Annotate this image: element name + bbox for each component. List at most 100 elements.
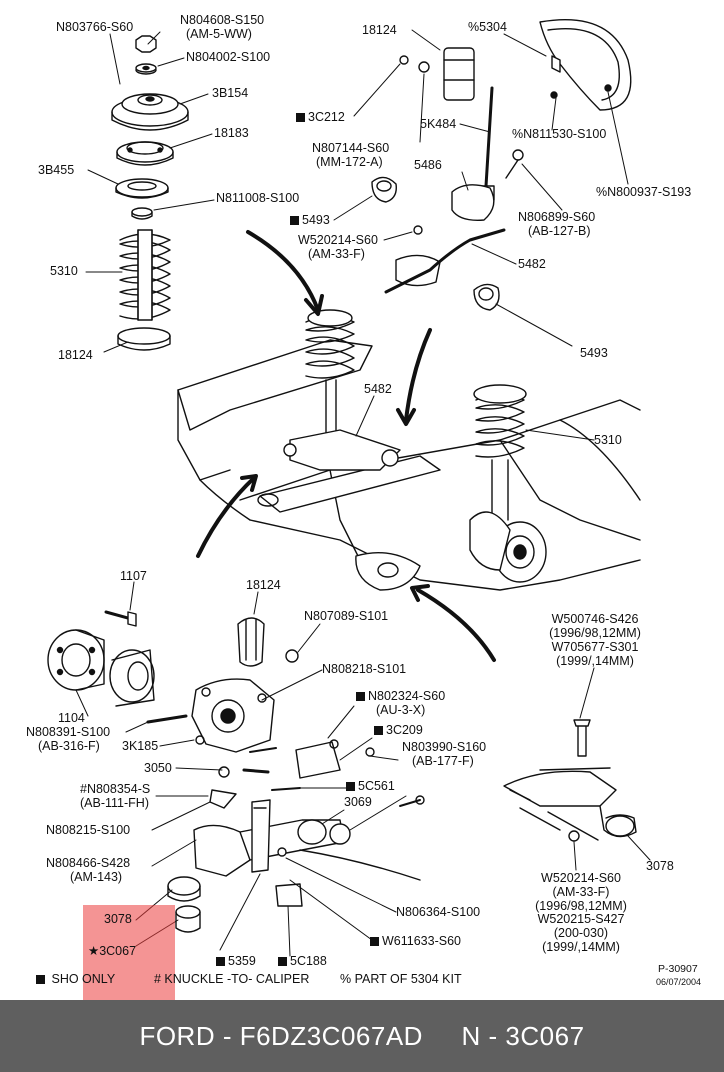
label-3c209: 3C209: [374, 723, 423, 737]
stabilizer-link-group: [371, 18, 632, 311]
label-w520214-b: W520214-S60: [541, 871, 621, 885]
label-n804002: N804002-S100: [186, 50, 271, 64]
label-5486: 5486: [414, 158, 442, 172]
sho-square-icon: [36, 975, 45, 984]
label-n808215: N808215-S100: [46, 823, 131, 837]
label-ab111fh: (AB-111-FH): [80, 796, 149, 810]
label-5310-b: 5310: [594, 433, 622, 447]
label-n807144: N807144-S60: [312, 141, 390, 155]
label-5304: %5304: [468, 20, 507, 34]
label-n811008: N811008-S100: [216, 191, 300, 205]
label-n806899: N806899-S60: [518, 210, 596, 224]
footer-text: FORD - F6DZ3C067AD N - 3C067: [139, 1020, 585, 1051]
label-18183: 18183: [214, 126, 249, 140]
label-5c188: 5C188: [278, 954, 327, 968]
label-n808391: N808391-S100: [26, 725, 111, 739]
label-3c212-text: 3C212: [308, 110, 345, 124]
label-18124-b: 18124: [362, 23, 397, 37]
label-n802324-text: N802324-S60: [368, 689, 446, 703]
label-3b154: 3B154: [212, 86, 249, 100]
label-n806364: N806364-S100: [396, 905, 481, 919]
label-5c188-text: 5C188: [290, 954, 327, 968]
leaders-top-left: [85, 31, 215, 353]
leaders-bottom-right: [573, 667, 651, 871]
part-number-footer: FORD - F6DZ3C067AD N - 3C067: [0, 1000, 724, 1072]
label-am5ww: (AM-5-WW): [186, 27, 252, 41]
label-n808218: N808218-S101: [322, 662, 407, 676]
label-18124-c: 18124: [246, 578, 281, 592]
label-w611633: W611633-S60: [370, 934, 461, 948]
label-am33f-b: (AM-33-F): [552, 885, 610, 899]
label-n802324: N802324-S60: [356, 689, 445, 703]
diagram-drawing: [47, 18, 651, 957]
legend-kit: % PART OF 5304 KIT: [340, 972, 462, 986]
label-n808466: N808466-S428: [46, 856, 131, 870]
label-3c067: ★3C067: [88, 944, 137, 958]
label-w500746-sub: (1996/98,12MM): [549, 626, 641, 640]
label-1107: 1107: [120, 569, 147, 583]
label-5359: 5359: [216, 954, 256, 968]
knuckle-exploded: [47, 610, 425, 933]
label-3069: 3069: [344, 795, 372, 809]
ref-code: P-30907: [658, 963, 698, 975]
sho-square-icon: [370, 937, 379, 946]
sho-square-icon: [216, 957, 225, 966]
legend-sho-only: SHO ONLY: [36, 972, 115, 986]
subframe-assembly: [177, 230, 641, 662]
label-n804608: N804608-S150: [180, 13, 265, 27]
label-5c561-text: 5C561: [358, 779, 395, 793]
label-au3x: (AU-3-X): [376, 703, 426, 717]
label-1104: 1104: [58, 711, 85, 725]
label-5359-text: 5359: [228, 954, 256, 968]
sho-square-icon: [296, 113, 305, 122]
label-w705677-sub: (1999/,14MM): [556, 654, 634, 668]
sho-square-icon: [356, 692, 365, 701]
label-w520215-sub: (200-030): [553, 926, 609, 940]
label-3078-b: 3078: [646, 859, 674, 873]
label-n800937: %N800937-S193: [596, 185, 692, 199]
label-3b455: 3B455: [38, 163, 75, 177]
label-ab127b: (AB-127-B): [528, 224, 591, 238]
label-5310-a: 5310: [50, 264, 78, 278]
label-3k185: 3K185: [122, 739, 159, 753]
bracket-detail: [503, 719, 637, 842]
label-3c209-text: 3C209: [386, 723, 423, 737]
label-n807089: N807089-S101: [304, 609, 389, 623]
legend-sho-only-text: SHO ONLY: [51, 972, 116, 986]
label-n803990: N803990-S160: [402, 740, 487, 754]
label-mm172a: (MM-172-A): [316, 155, 383, 169]
label-am143: (AM-143): [70, 870, 123, 884]
label-5482-b: 5482: [364, 382, 392, 396]
label-n803766: N803766-S60: [56, 20, 134, 34]
label-3c212: 3C212: [296, 110, 345, 124]
label-ab316f: (AB-316-F): [38, 739, 100, 753]
label-5493-b: 5493: [580, 346, 608, 360]
leaders-center: [355, 395, 595, 441]
label-w520215-sub2: (1999/,14MM): [542, 940, 620, 954]
leaders-top-right: [333, 29, 629, 347]
legend-knuckle: # KNUCKLE -TO- CALIPER: [154, 972, 310, 986]
highlight-box: [83, 905, 175, 1000]
label-w611633-text: W611633-S60: [382, 934, 461, 948]
label-n811530: %N811530-S100: [512, 127, 607, 141]
ref-date: 06/07/2004: [656, 977, 702, 987]
label-w520214-a: W520214-S60: [298, 233, 378, 247]
strut-mount-stack: [111, 35, 189, 351]
sho-square-icon: [374, 726, 383, 735]
label-5c561: 5C561: [346, 779, 395, 793]
label-3078-a: 3078: [104, 912, 132, 926]
label-5482-a: 5482: [518, 257, 546, 271]
sho-square-icon: [278, 957, 287, 966]
label-ab177f: (AB-177-F): [412, 754, 474, 768]
label-3050: 3050: [144, 761, 172, 775]
label-w520215: W520215-S427: [537, 912, 625, 926]
label-am33f-a: (AM-33-F): [308, 247, 365, 261]
label-w705677: W705677-S301: [551, 640, 639, 654]
label-w500746: W500746-S426: [551, 612, 639, 626]
label-am33f-c: (1996/98,12MM): [535, 899, 627, 913]
label-5k484: 5K484: [420, 117, 457, 131]
parts-diagram: N803766-S60 N804608-S150 (AM-5-WW) N8040…: [26, 13, 702, 1000]
sho-square-icon: [346, 782, 355, 791]
label-n808354: #N808354-S: [80, 782, 151, 796]
label-5493-a: 5493: [290, 213, 330, 227]
